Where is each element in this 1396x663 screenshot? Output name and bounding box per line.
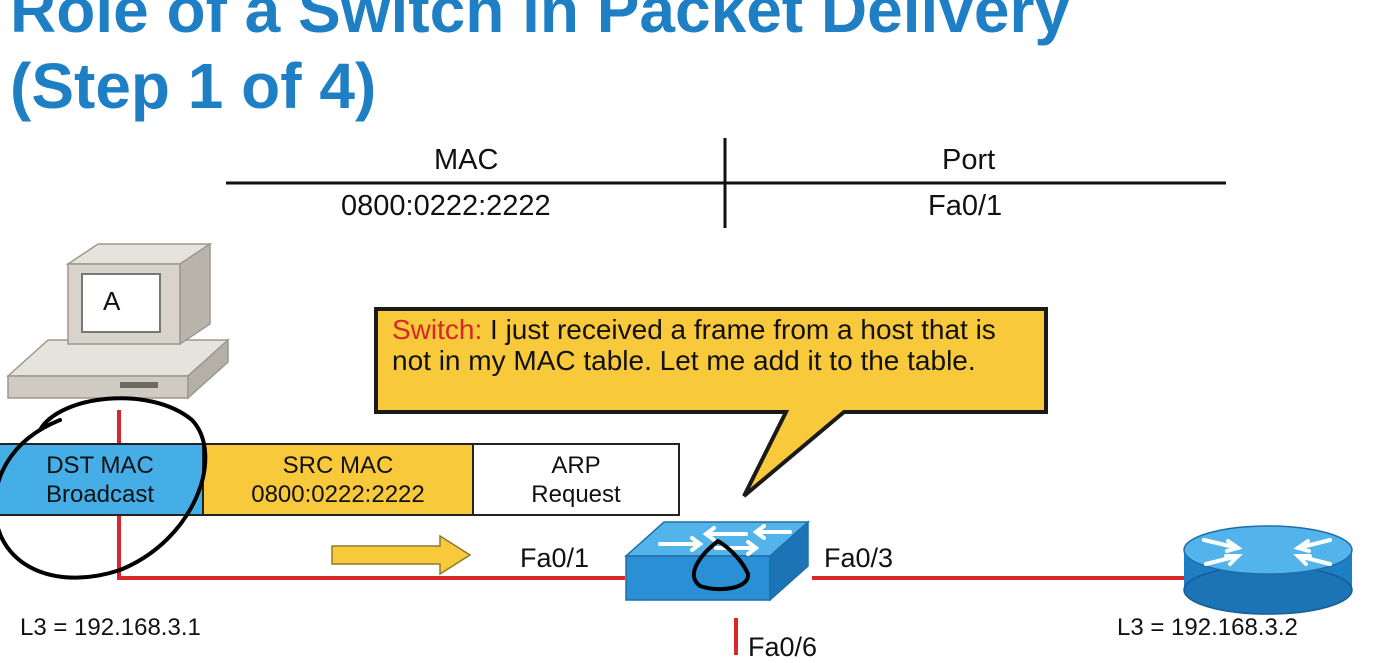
mac-table-cell-mac: 0800:0222:2222 [341,190,551,222]
host-label: A [103,286,121,316]
port-column-header: Port [942,144,996,176]
frame-dst-mac: DST MAC Broadcast [0,443,204,516]
page-title-line-1: Role of a Switch in Packet Delivery [10,0,1070,46]
mac-column-header: MAC [434,144,499,176]
port-label-right: Fa0/3 [824,543,894,573]
payload-label: ARP [551,451,601,479]
callout-speaker: Switch: [392,314,483,345]
speech-bubble [374,307,1048,498]
computer-icon [6,242,230,400]
direction-arrow-icon [331,534,472,576]
callout-message: I just received a frame from a host that… [392,314,996,376]
src-mac-value: 0800:0222:2222 [251,480,425,508]
router-icon [1183,525,1353,615]
dst-mac-label: DST MAC [46,451,154,479]
frame-src-mac: SRC MAC 0800:0222:2222 [202,443,474,516]
dst-mac-value: Broadcast [45,480,155,508]
page-title-line-2: (Step 1 of 4) [10,50,377,122]
mac-table-cell-port: Fa0/1 [928,190,1003,222]
router-ip-label: L3 = 192.168.3.2 [1117,614,1298,641]
frame-payload: ARP Request [472,443,680,516]
port-label-down: Fa0/6 [748,632,818,662]
host-ip-label: L3 = 192.168.3.1 [20,614,201,641]
switch-icon [624,520,810,602]
callout-text: Switch: I just received a frame from a h… [392,314,1042,376]
port-label-left: Fa0/1 [520,543,590,573]
src-mac-label: SRC MAC [282,451,394,479]
payload-value: Request [531,480,621,508]
